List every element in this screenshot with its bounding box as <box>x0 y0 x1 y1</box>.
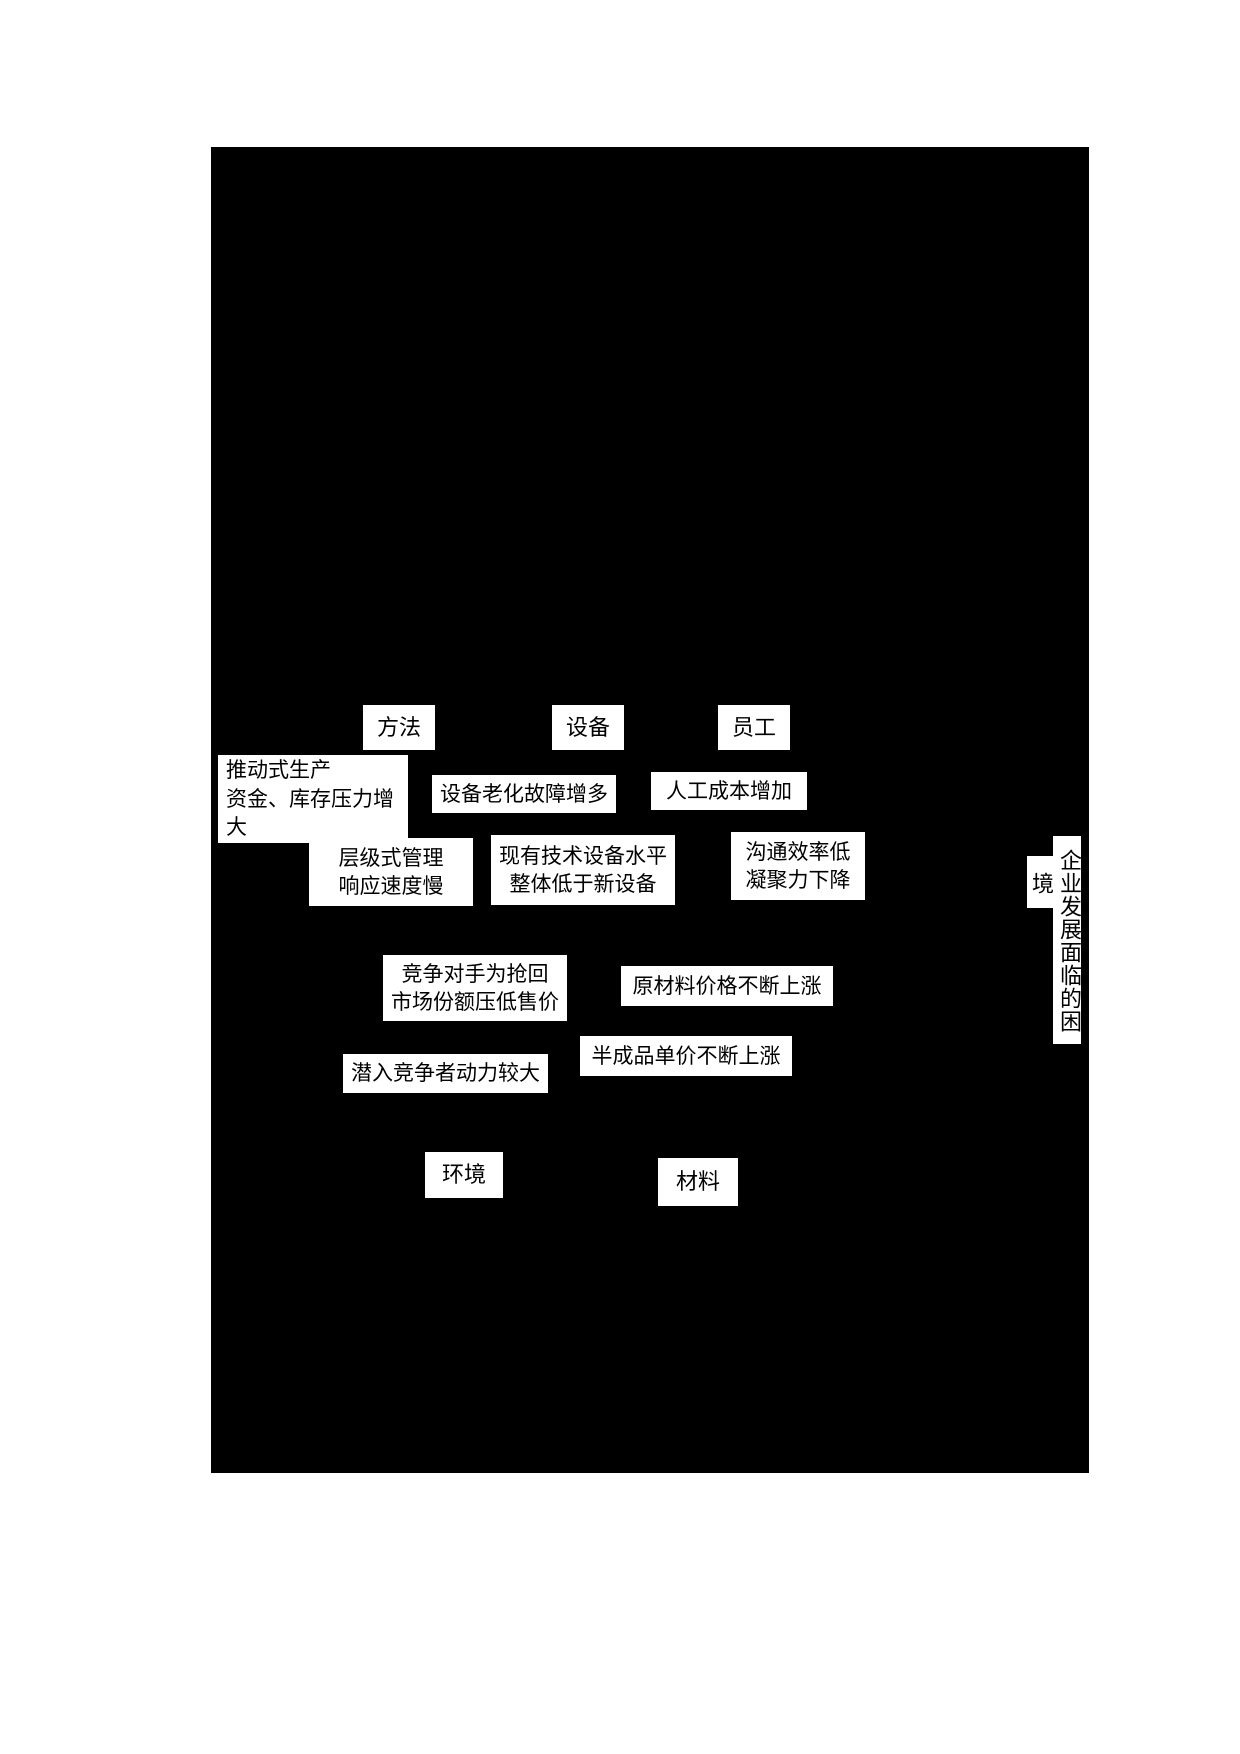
cause-box-competitor[interactable]: 竞争对手为抢回 市场份额压低售价 <box>383 955 567 1021</box>
cause-text: 推动式生产 资金、库存压力增 大 <box>226 758 394 840</box>
cause-box-labor-cost[interactable]: 人工成本增加 <box>651 772 807 810</box>
effect-text: 企业发展面临的困 <box>1057 849 1082 1033</box>
category-box-method[interactable]: 方法 <box>363 705 435 750</box>
category-box-material[interactable]: 材料 <box>658 1158 738 1206</box>
category-label: 设备 <box>565 714 610 740</box>
cause-text: 设备老化故障增多 <box>440 781 608 806</box>
cause-box-communication[interactable]: 沟通效率低 凝聚力下降 <box>731 832 865 900</box>
cause-box-semi-finished[interactable]: 半成品单价不断上涨 <box>580 1036 792 1076</box>
category-box-environment[interactable]: 环境 <box>425 1152 503 1198</box>
cause-box-aging-equipment[interactable]: 设备老化故障增多 <box>432 775 616 813</box>
cause-box-push-production[interactable]: 推动式生产 资金、库存压力增 大 <box>218 755 408 843</box>
cause-text: 现有技术设备水平 整体低于新设备 <box>499 843 667 896</box>
category-label: 方法 <box>376 714 421 740</box>
cause-text: 人工成本增加 <box>666 778 792 803</box>
cause-box-raw-material[interactable]: 原材料价格不断上涨 <box>621 966 833 1006</box>
category-label: 员工 <box>731 714 776 740</box>
cause-box-tech-level[interactable]: 现有技术设备水平 整体低于新设备 <box>491 835 675 905</box>
category-label: 环境 <box>441 1162 486 1188</box>
cause-text: 潜入竞争者动力较大 <box>351 1061 540 1086</box>
cause-text: 原材料价格不断上涨 <box>632 973 822 998</box>
category-box-equipment[interactable]: 设备 <box>552 705 624 750</box>
effect-label-column-2[interactable]: 企业发展面临的困 <box>1053 836 1082 1044</box>
effect-label-column-1[interactable]: 境 <box>1027 856 1054 908</box>
cause-box-hierarchical[interactable]: 层级式管理 响应速度慢 <box>309 838 473 906</box>
effect-text: 境 <box>1029 871 1054 895</box>
cause-text: 沟通效率低 凝聚力下降 <box>745 839 851 892</box>
cause-box-new-entrants[interactable]: 潜入竞争者动力较大 <box>343 1054 548 1093</box>
cause-text: 竞争对手为抢回 市场份额压低售价 <box>391 961 559 1014</box>
category-box-staff[interactable]: 员工 <box>718 705 790 750</box>
cause-text: 层级式管理 响应速度慢 <box>338 845 444 898</box>
cause-text: 半成品单价不断上涨 <box>591 1043 781 1068</box>
category-label: 材料 <box>675 1169 720 1195</box>
